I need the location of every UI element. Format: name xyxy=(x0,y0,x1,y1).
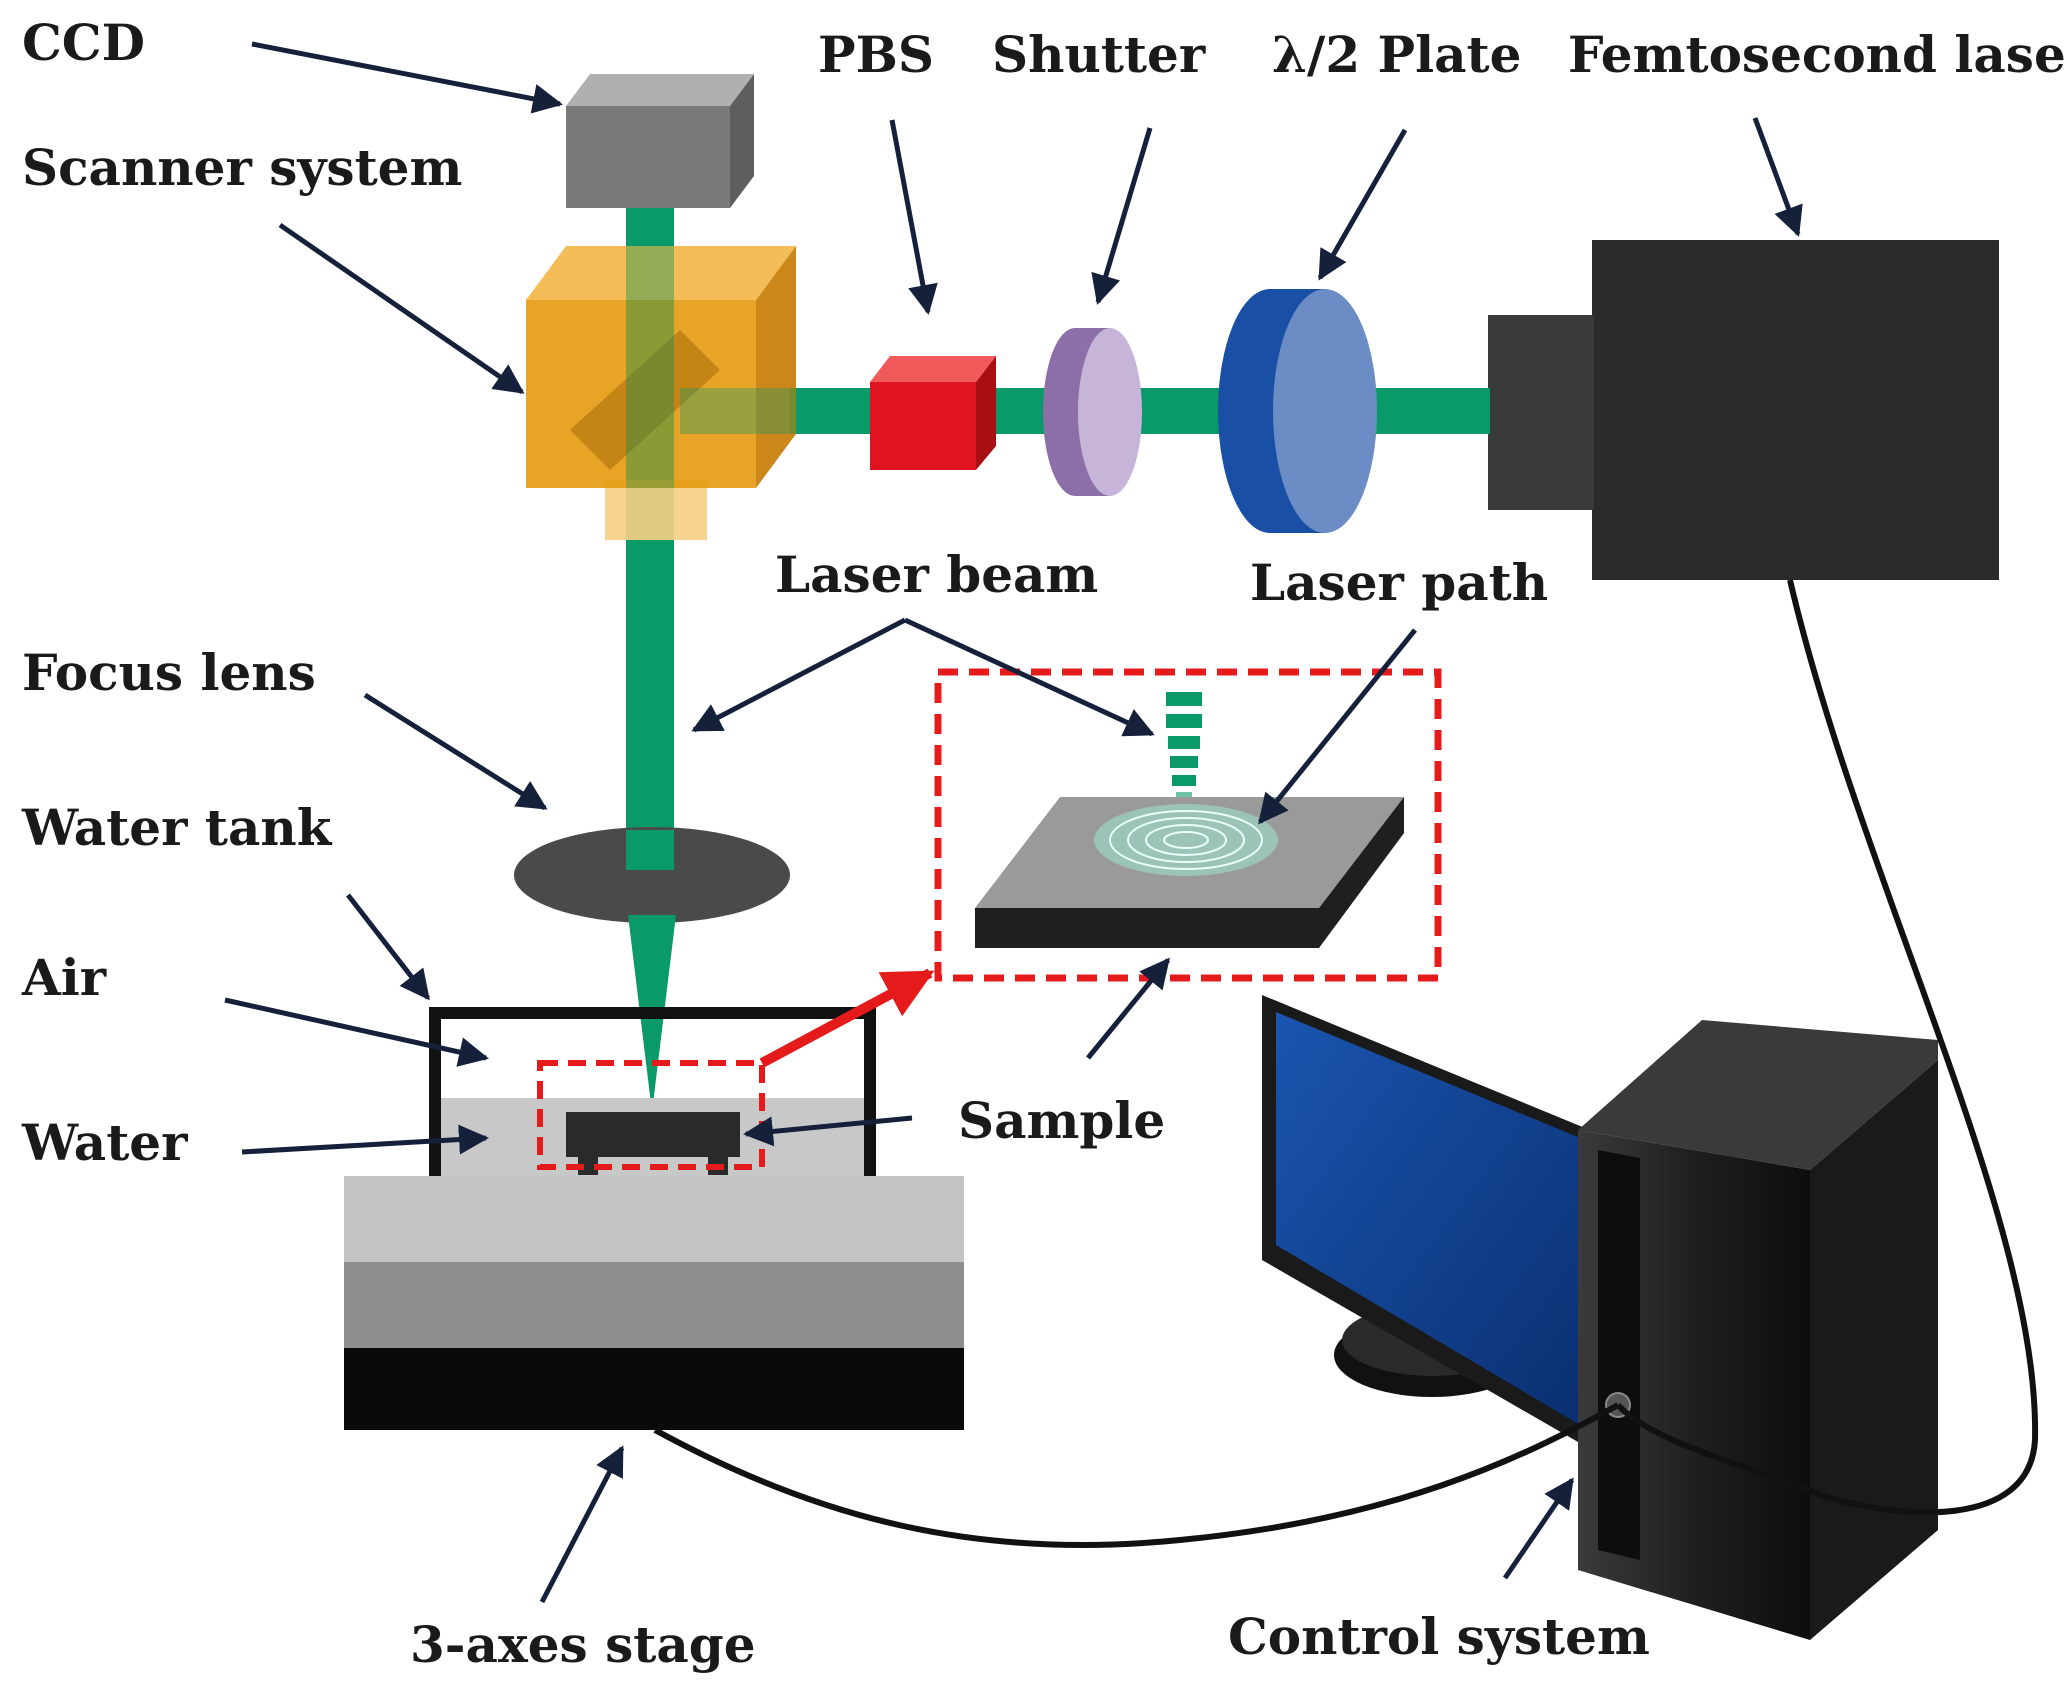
laser-body xyxy=(1592,240,1999,580)
zoom-arrow xyxy=(759,968,935,1068)
ccd-camera xyxy=(566,74,754,208)
three-axes-stage xyxy=(344,1176,964,1430)
laser-output-port xyxy=(1488,315,1594,510)
half-wave-plate xyxy=(1218,289,1377,533)
pbs-cube xyxy=(870,356,996,470)
label-scanner-system: Scanner system xyxy=(22,138,462,197)
label-control-system: Control system xyxy=(1228,1607,1650,1666)
focus-lens xyxy=(514,827,790,923)
label-laser-beam: Laser beam xyxy=(775,545,1098,604)
label-focus-lens: Focus lens xyxy=(22,643,316,702)
zoom-inset xyxy=(934,668,1442,982)
label-half-wave-plate: λ/2 Plate xyxy=(1272,25,1521,84)
label-water: Water xyxy=(21,1113,188,1172)
label-pbs: PBS xyxy=(818,25,934,84)
pointer-arrows xyxy=(224,41,1803,1604)
sample-in-tank xyxy=(566,1112,740,1175)
shutter xyxy=(1043,328,1142,496)
monitor-screen xyxy=(1276,1012,1580,1425)
cable-stage-to-pc xyxy=(653,1402,1620,1549)
label-laser-path: Laser path xyxy=(1250,553,1548,612)
cable-laser-to-pc xyxy=(1615,579,2039,1516)
label-sample: Sample xyxy=(958,1091,1165,1150)
control-computer xyxy=(1262,995,1938,1640)
femtosecond-laser xyxy=(1488,240,1999,580)
scanner-system xyxy=(526,246,796,540)
label-water-tank: Water tank xyxy=(21,798,333,857)
label-air: Air xyxy=(21,948,107,1007)
label-ccd: CCD xyxy=(22,13,145,72)
zoom-source-box xyxy=(537,1060,765,1170)
label-femtosecond-laser: Femtosecond laser xyxy=(1568,25,2066,84)
label-shutter: Shutter xyxy=(992,25,1206,84)
label-3-axes-stage: 3-axes stage xyxy=(410,1615,756,1674)
